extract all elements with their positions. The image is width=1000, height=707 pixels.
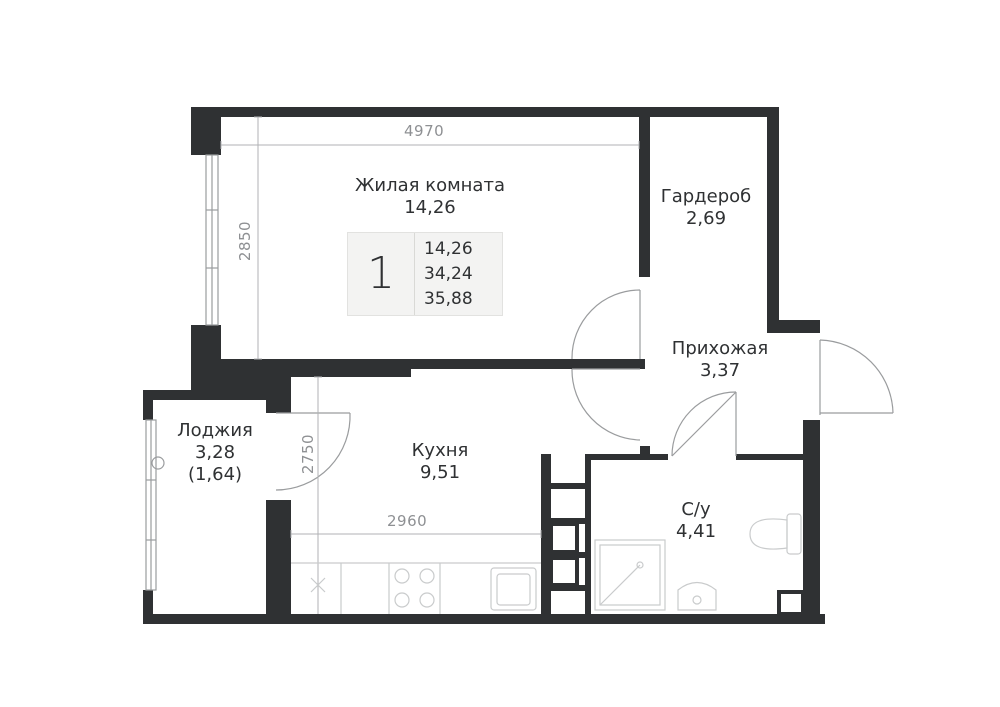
wall-loggia-kitchen-bottom [266,500,291,624]
room-living-area: 14,26 [404,197,456,218]
room-bathroom-label: С/у 4,41 [676,499,716,543]
room-bathroom-name: С/у [681,499,711,520]
room-hall-name: Прихожая [671,338,769,359]
wall-top [191,107,778,117]
shaft-shelf-4 [541,585,591,591]
wall-shaft-left [541,454,551,614]
doors [275,289,894,491]
bath-fixtures [594,513,802,611]
room-living-name: Жилая комната [355,175,505,196]
dimension-lines [220,116,640,614]
wall-loggia-kitchen-top [266,377,291,413]
room-living-label: Жилая комната 14,26 [355,175,505,219]
wall-left-upper [191,107,221,155]
room-loggia-name: Лоджия [177,420,253,441]
dimension-living-width: 4970 [404,122,445,140]
wall-bath-top-left [590,454,668,460]
room-count: 1 [348,233,415,315]
room-kitchen-name: Кухня [411,440,469,461]
apartment-summary: 1 14,26 34,24 35,88 [347,232,503,316]
wall-right-lower [803,420,820,624]
dimension-kitchen-width: 2960 [387,512,428,530]
summary-total-area: 34,24 [424,264,473,284]
wall-living-bottom-2 [405,359,645,369]
room-hall-label: Прихожая 3,37 [672,338,768,382]
room-loggia-label: Лоджия 3,28 (1,64) [177,420,253,486]
wall-right-upper [767,107,779,333]
summary-areas: 14,26 34,24 35,88 [424,237,473,312]
wall-bath-left [585,454,591,614]
room-hall-area: 3,37 [699,360,741,381]
wall-right-step [767,320,820,333]
riser-box [777,590,805,616]
shaft-box-1 [549,522,579,554]
room-loggia-area-reduced: (1,64) [187,464,243,485]
dimension-living-depth: 2850 [236,220,255,262]
wall-bath-door-left [640,446,650,456]
dimension-kitchen-depth: 2750 [299,433,318,475]
shaft-shelf-1 [541,483,591,489]
wall-bath-top-right [736,454,804,460]
room-wardrobe-area: 2,69 [685,208,727,229]
shaft-shelf-2 [541,518,591,524]
walls [143,107,825,624]
room-kitchen-area: 9,51 [419,462,461,483]
room-wardrobe-name: Гардероб [660,186,752,207]
room-bathroom-area: 4,41 [675,521,717,542]
room-loggia-area: 3,28 [194,442,236,463]
wall-loggia-left-top [143,390,153,420]
summary-total-with-loggia: 35,88 [424,289,473,309]
room-wardrobe-label: Гардероб 2,69 [661,186,752,230]
windows [145,154,219,591]
shaft-shelf-3 [541,552,591,558]
summary-living-area: 14,26 [424,239,473,259]
wall-wardrobe [639,117,650,277]
kitchen-fixtures [291,562,541,614]
shaft-box-2 [549,556,579,587]
room-kitchen-label: Кухня 9,51 [412,440,469,484]
wall-loggia-left-bottom [143,590,153,624]
wall-bottom [143,614,825,624]
wall-loggia-top [143,390,266,400]
